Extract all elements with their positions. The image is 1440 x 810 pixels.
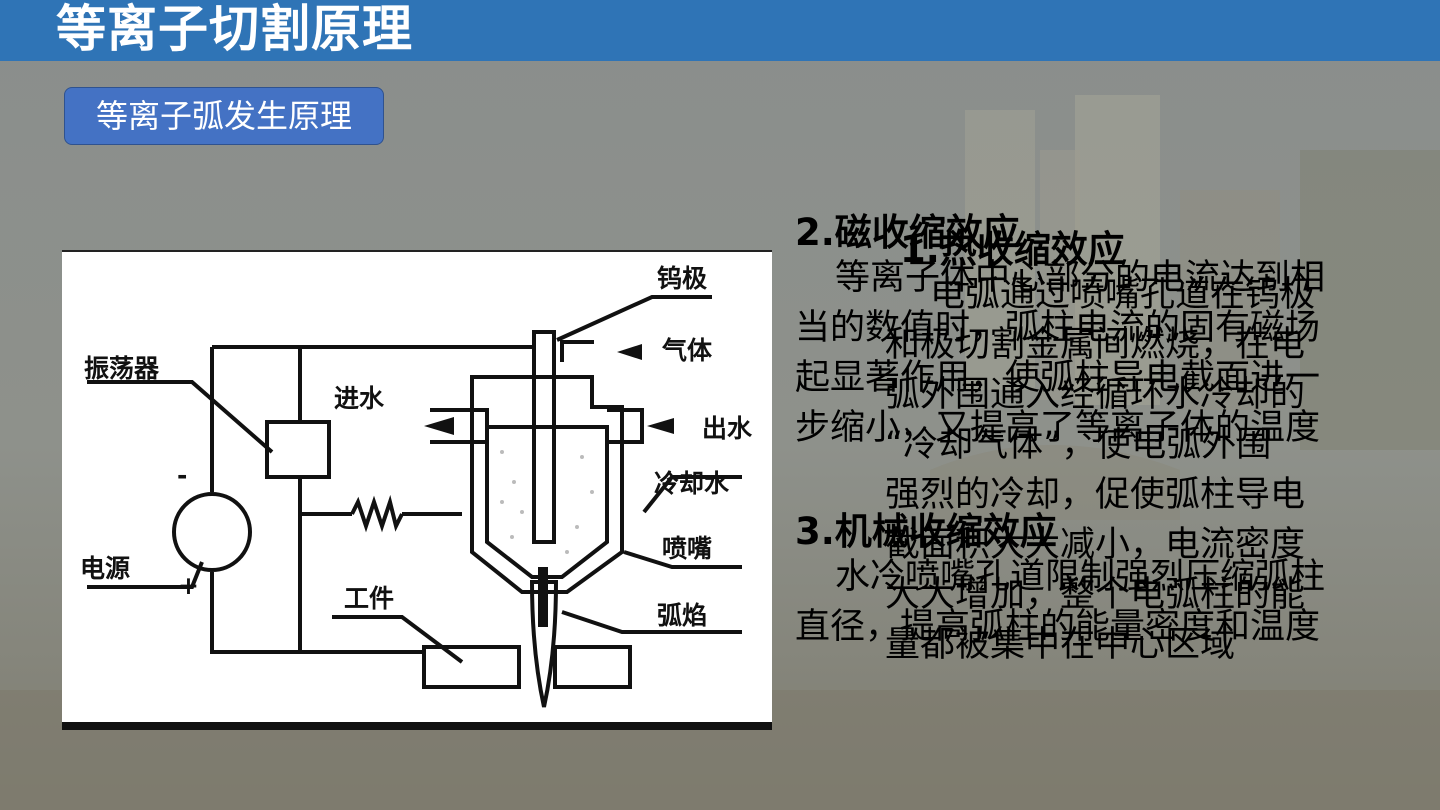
- magnetic-line: 等离子体中心部分的电流达到相: [835, 258, 1326, 298]
- thermal-line: “冷却气体”，使电弧外围: [885, 425, 1272, 465]
- magnetic-line: 步缩小，又提高了等离子体的温度: [795, 408, 1321, 448]
- plasma-torch-diagram: 钨极 气体 振荡器 进水 出水 冷却水 喷嘴 电源 工件 弧焰 - +: [62, 250, 772, 730]
- mechanical-line: 水冷喷嘴孔道限制强烈压缩弧柱: [835, 557, 1326, 597]
- circuit-left-wire-lower: [210, 572, 422, 654]
- label-oscillator: 振荡器: [84, 354, 160, 383]
- water-in-arrow: [424, 417, 454, 435]
- label-nozzle: 喷嘴: [662, 534, 712, 563]
- thermal-line: 电弧通过喷嘴孔道在钨极: [930, 275, 1316, 315]
- label-power: 电源: [80, 554, 130, 583]
- nozzle-outer: [470, 375, 624, 594]
- mechanical-contraction-text: 3.机械收缩效应 水冷喷嘴孔道限制强烈压缩弧柱 直径，提高弧柱的能量密度和温度: [795, 512, 1435, 652]
- workpiece-left: [422, 645, 521, 689]
- label-arc-flame: 弧焰: [657, 601, 707, 630]
- workpiece-right: [553, 645, 632, 689]
- tungsten-electrode: [532, 330, 556, 544]
- torch-schematic: 钨极 气体 振荡器 进水 出水 冷却水 喷嘴 电源 工件 弧焰 - +: [80, 264, 753, 708]
- oscillator-box: [265, 420, 331, 479]
- water-in-pipe: [430, 408, 489, 444]
- thermal-heading: 1.热收缩效应: [900, 228, 1125, 271]
- label-water-out: 出水: [702, 414, 753, 443]
- thermal-line: 强烈的冷却，促使弧柱导电: [885, 475, 1306, 515]
- magnetic-line: 起显著作用，使弧柱导电截面进一: [795, 358, 1321, 398]
- magnetic-heading: 2.磁收缩效应: [795, 211, 1020, 254]
- label-gas: 气体: [661, 336, 713, 365]
- magnetic-contraction-text: 2.磁收缩效应 等离子体中心部分的电流达到相 当的数值时，弧柱电流的固有磁场 起…: [795, 213, 1435, 453]
- water-out-arrow: [647, 418, 674, 434]
- mechanical-line: 直径，提高弧柱的能量密度和温度: [795, 607, 1321, 647]
- arc-flame: [529, 580, 559, 708]
- nozzle-inner: [485, 425, 609, 579]
- resistor-zigzag: [350, 494, 404, 533]
- label-workpiece: 工件: [344, 584, 394, 613]
- mechanical-heading: 3.机械收缩效应: [795, 510, 1057, 553]
- label-water-in: 进水: [334, 384, 385, 413]
- subtitle-button[interactable]: 等离子弧发生原理: [64, 87, 384, 145]
- water-out-pipe: [607, 408, 644, 444]
- gas-arrow: [617, 344, 642, 360]
- power-source: [172, 492, 252, 572]
- label-minus: -: [177, 461, 187, 490]
- label-tungsten: 钨极: [657, 264, 707, 293]
- label-plus: +: [178, 571, 199, 600]
- thermal-line: 和极切割金属间燃烧，在电: [885, 325, 1306, 365]
- thermal-line: 量都被集中在中心区域: [885, 625, 1236, 665]
- thermal-line: 大大增加，整个电弧柱的能: [885, 575, 1306, 615]
- slide-title: 等离子切割原理: [56, 0, 413, 58]
- label-cooling-water: 冷却水: [654, 469, 730, 498]
- magnetic-line: 当的数值时，弧柱电流的固有磁场: [795, 308, 1321, 348]
- title-bar: 等离子切割原理: [0, 0, 1440, 61]
- thermal-line: 弧外围通入经循环水冷却的: [885, 375, 1306, 415]
- thermal-line: 截面积大大减小，电流密度: [885, 525, 1306, 565]
- thermal-contraction-text: 1.热收缩效应 电弧通过喷嘴孔道在钨极 和极切割金属间燃烧，在电 弧外围通入经循…: [885, 230, 1405, 670]
- gas-pipe: [560, 340, 594, 362]
